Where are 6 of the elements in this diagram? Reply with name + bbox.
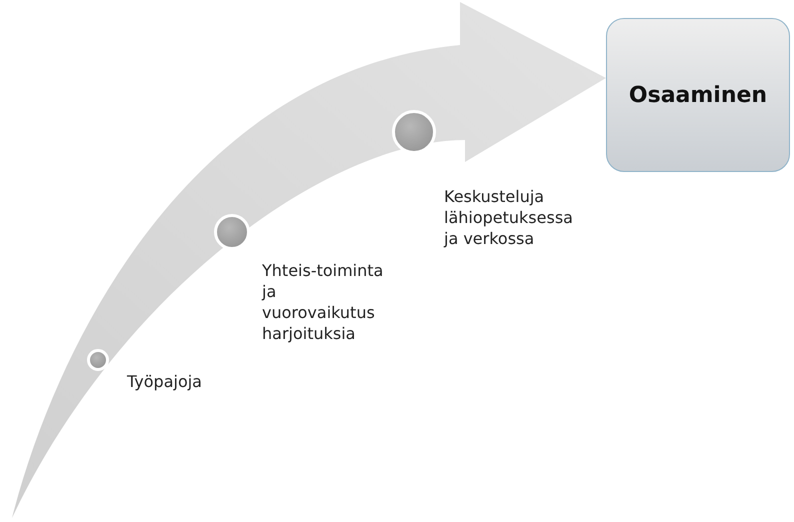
goal-box: [606, 18, 790, 172]
goal-title: Osaaminen: [628, 82, 768, 108]
step-label: Työpajoja: [127, 371, 203, 392]
step-label: Yhteis-toiminta ja vuorovaikutus harjoituksia: [262, 260, 384, 344]
step-label: Keskusteluja lähiopetuksessa ja verkossa: [444, 186, 574, 249]
curved-arrow: [12, 2, 606, 518]
